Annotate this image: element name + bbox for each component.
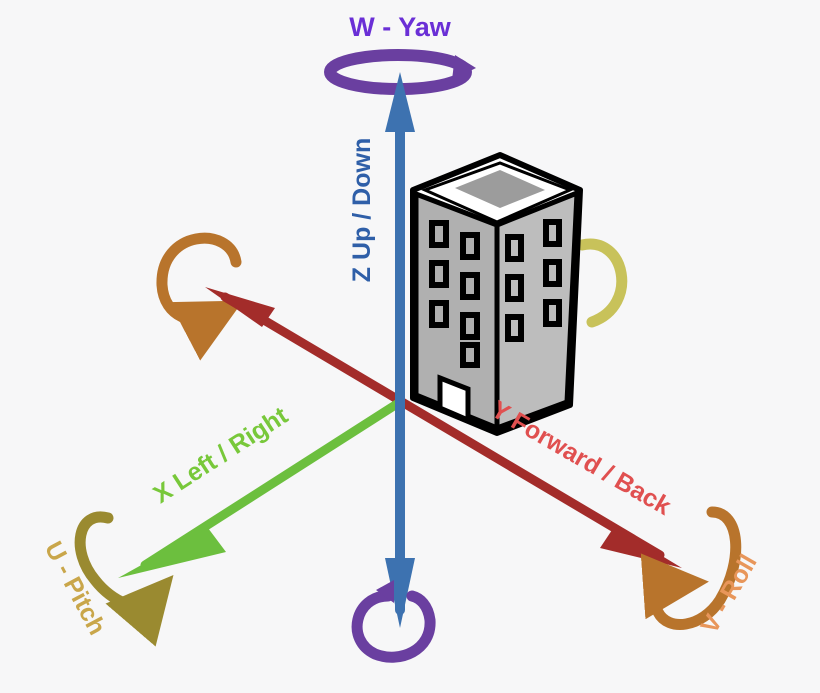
right-rotation-icon bbox=[576, 238, 628, 328]
y-axis-label: Y Forward / Back bbox=[486, 395, 675, 520]
z-axis-arrow bbox=[385, 72, 415, 628]
building-icon bbox=[410, 152, 583, 436]
roll-rotation-icon bbox=[640, 506, 742, 630]
left-rotation-icon bbox=[156, 232, 244, 361]
yaw-label: W - Yaw bbox=[349, 12, 452, 42]
x-axis-arrow bbox=[118, 397, 405, 578]
yaw-rotation-icon bbox=[324, 49, 476, 95]
x-axis-label: X Left / Right bbox=[148, 401, 293, 509]
bottom-rotation-icon bbox=[351, 580, 436, 663]
pitch-rotation-icon bbox=[74, 511, 174, 647]
z-axis-label: Z Up / Down bbox=[348, 138, 376, 282]
